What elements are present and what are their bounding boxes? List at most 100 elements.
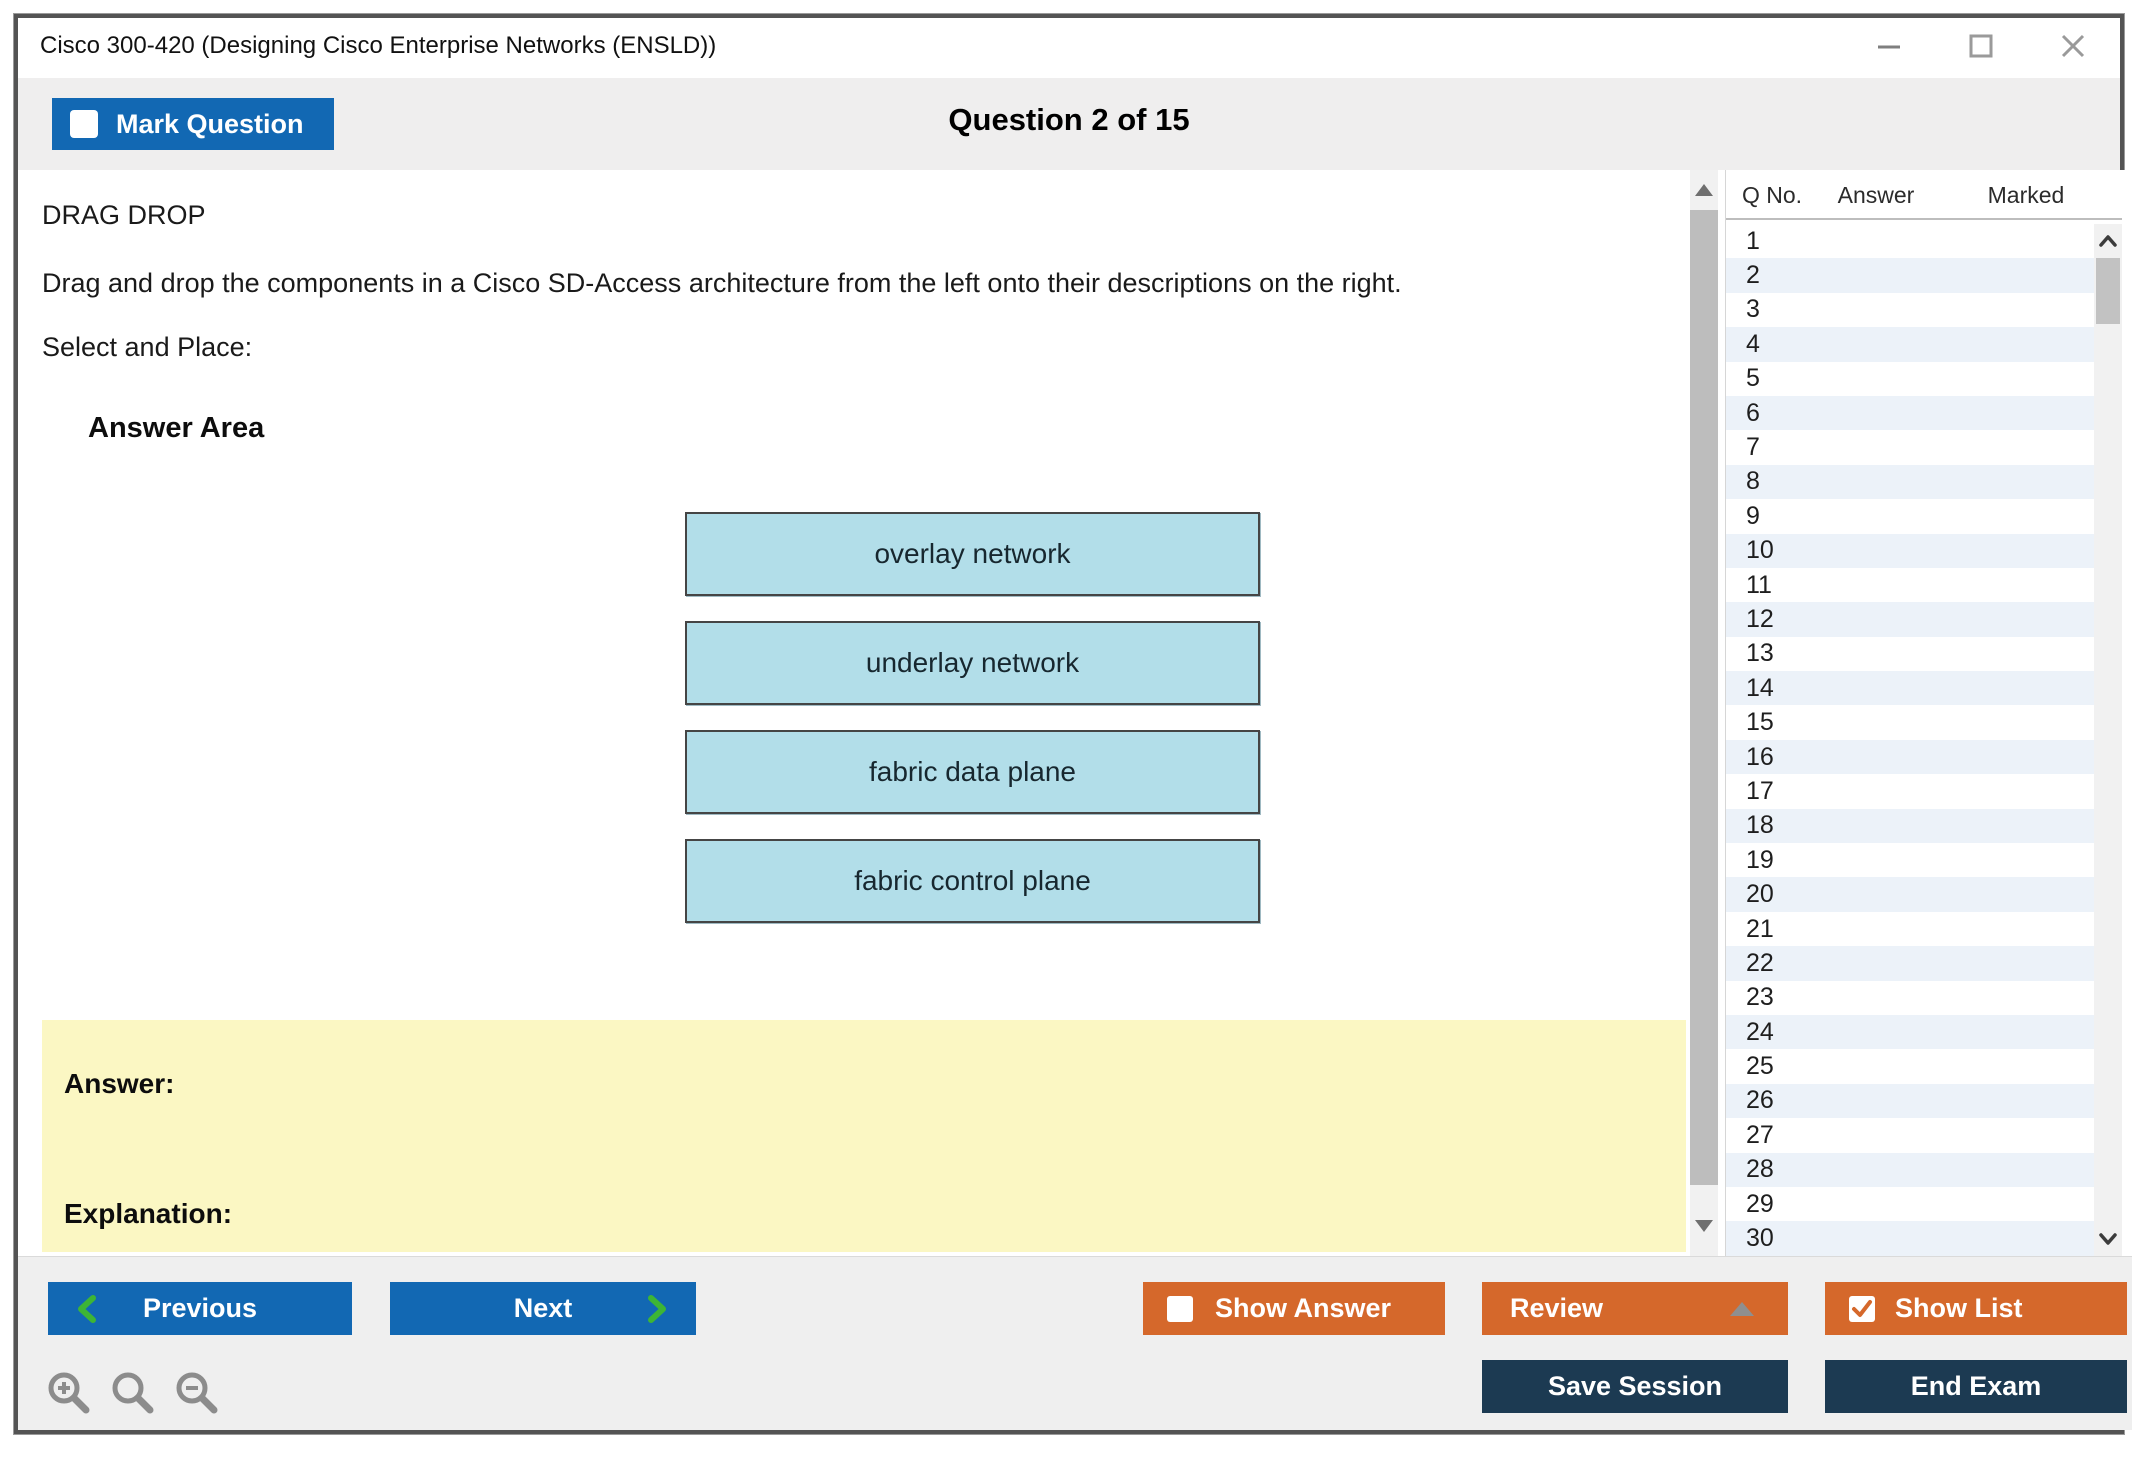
maximize-icon[interactable] xyxy=(1964,26,1998,66)
mark-question-label: Mark Question xyxy=(116,108,304,139)
save-session-button[interactable]: Save Session xyxy=(1482,1360,1788,1413)
question-row-21[interactable]: 21 xyxy=(1726,912,2095,946)
end-exam-label: End Exam xyxy=(1910,1371,2042,1401)
qno-cell: 2 xyxy=(1746,261,1760,290)
previous-button[interactable]: Previous xyxy=(48,1282,352,1335)
qno-cell: 13 xyxy=(1746,639,1774,668)
question-row-9[interactable]: 9 xyxy=(1726,499,2095,533)
qno-cell: 19 xyxy=(1746,845,1774,874)
qno-cell: 15 xyxy=(1746,708,1774,737)
question-scrollbar[interactable] xyxy=(1690,170,1718,1256)
window-controls xyxy=(1872,26,2090,66)
close-icon[interactable] xyxy=(2056,26,2090,66)
question-row-24[interactable]: 24 xyxy=(1726,1014,2095,1050)
question-row-6[interactable]: 6 xyxy=(1726,395,2095,431)
list-scroll-down-icon[interactable] xyxy=(2097,1230,2119,1248)
column-marked: Marked xyxy=(1987,182,2065,208)
question-row-28[interactable]: 28 xyxy=(1726,1152,2095,1187)
question-row-14[interactable]: 14 xyxy=(1726,671,2095,706)
chevron-right-icon xyxy=(648,1295,666,1323)
qno-cell: 6 xyxy=(1746,398,1760,427)
question-type-label: DRAG DROP xyxy=(42,200,206,230)
list-scroll-up-icon[interactable] xyxy=(2097,232,2119,250)
question-row-1[interactable]: 1 xyxy=(1726,224,2095,258)
answer-explanation-block: Answer: Explanation: xyxy=(42,1020,1686,1252)
zoom-reset-icon[interactable] xyxy=(108,1369,156,1417)
qno-cell: 28 xyxy=(1746,1155,1774,1184)
qno-cell: 3 xyxy=(1746,295,1760,324)
qno-cell: 4 xyxy=(1746,329,1760,358)
show-list-button[interactable]: Show List xyxy=(1825,1282,2127,1335)
question-row-17[interactable]: 17 xyxy=(1726,774,2095,808)
question-row-11[interactable]: 11 xyxy=(1726,568,2095,602)
end-exam-button[interactable]: End Exam xyxy=(1825,1360,2127,1413)
window-title: Cisco 300-420 (Designing Cisco Enterpris… xyxy=(40,32,717,59)
content-area: DRAG DROP Drag and drop the components i… xyxy=(18,170,2132,1256)
explanation-label: Explanation: xyxy=(64,1198,233,1229)
qno-cell: 18 xyxy=(1746,811,1774,840)
drag-item-overlay-network[interactable]: overlay network xyxy=(685,512,1260,596)
qno-cell: 7 xyxy=(1746,433,1760,462)
review-label: Review xyxy=(1510,1293,1604,1323)
question-row-3[interactable]: 3 xyxy=(1726,293,2095,327)
scroll-up-icon[interactable] xyxy=(1695,184,1713,196)
question-list-scrollbar[interactable] xyxy=(2094,224,2122,1256)
zoom-in-icon[interactable] xyxy=(44,1369,92,1417)
qno-cell: 20 xyxy=(1746,880,1774,909)
show-answer-button[interactable]: Show Answer xyxy=(1143,1282,1445,1335)
question-row-2[interactable]: 2 xyxy=(1726,258,2095,293)
exam-window: Cisco 300-420 (Designing Cisco Enterpris… xyxy=(14,14,2132,1434)
question-row-23[interactable]: 23 xyxy=(1726,981,2095,1015)
scrollbar-thumb[interactable] xyxy=(1690,210,1718,1185)
question-row-15[interactable]: 15 xyxy=(1726,705,2095,739)
qno-cell: 17 xyxy=(1746,776,1774,805)
question-row-22[interactable]: 22 xyxy=(1726,946,2095,981)
chevron-left-icon xyxy=(78,1295,96,1323)
review-button[interactable]: Review xyxy=(1482,1282,1788,1335)
qno-cell: 16 xyxy=(1746,742,1774,771)
show-answer-checkbox[interactable] xyxy=(1167,1295,1193,1322)
question-row-13[interactable]: 13 xyxy=(1726,637,2095,671)
answer-label: Answer: xyxy=(64,1068,175,1099)
list-scrollbar-thumb[interactable] xyxy=(2096,258,2120,324)
question-row-7[interactable]: 7 xyxy=(1726,430,2095,464)
question-panel: DRAG DROP Drag and drop the components i… xyxy=(18,170,1686,1256)
question-row-5[interactable]: 5 xyxy=(1726,362,2095,396)
question-row-30[interactable]: 30 xyxy=(1726,1221,2095,1256)
question-row-10[interactable]: 10 xyxy=(1726,533,2095,568)
scroll-down-icon[interactable] xyxy=(1695,1220,1713,1232)
mark-question-checkbox[interactable] xyxy=(70,110,98,138)
question-row-27[interactable]: 27 xyxy=(1726,1118,2095,1152)
drag-item-fabric-control-plane[interactable]: fabric control plane xyxy=(685,839,1260,923)
drag-item-fabric-data-plane[interactable]: fabric data plane xyxy=(685,730,1260,814)
qno-cell: 22 xyxy=(1746,948,1774,977)
question-row-20[interactable]: 20 xyxy=(1726,877,2095,912)
zoom-out-icon[interactable] xyxy=(172,1369,220,1417)
previous-label: Previous xyxy=(142,1293,258,1323)
qno-cell: 21 xyxy=(1746,914,1774,943)
question-row-26[interactable]: 26 xyxy=(1726,1083,2095,1119)
qno-cell: 23 xyxy=(1746,983,1774,1012)
question-row-4[interactable]: 4 xyxy=(1726,327,2095,362)
question-row-12[interactable]: 12 xyxy=(1726,602,2095,637)
question-row-29[interactable]: 29 xyxy=(1726,1187,2095,1221)
next-button[interactable]: Next xyxy=(390,1282,696,1335)
question-row-25[interactable]: 25 xyxy=(1726,1049,2095,1083)
question-list-header: Q No. Answer Marked xyxy=(1726,170,2122,220)
drag-item-underlay-network[interactable]: underlay network xyxy=(685,621,1260,705)
column-qno: Q No. xyxy=(1742,182,1803,208)
qno-cell: 25 xyxy=(1746,1052,1774,1081)
minimize-icon[interactable] xyxy=(1872,26,1906,66)
zoom-controls xyxy=(44,1369,220,1417)
qno-cell: 24 xyxy=(1746,1017,1774,1046)
mark-question-button[interactable]: Mark Question xyxy=(52,98,334,150)
show-list-checkbox[interactable] xyxy=(1849,1295,1875,1322)
question-row-19[interactable]: 19 xyxy=(1726,843,2095,877)
question-prompt: Drag and drop the components in a Cisco … xyxy=(42,268,1402,298)
question-row-18[interactable]: 18 xyxy=(1726,808,2095,844)
question-row-8[interactable]: 8 xyxy=(1726,464,2095,500)
show-answer-label: Show Answer xyxy=(1215,1293,1392,1323)
question-row-16[interactable]: 16 xyxy=(1726,739,2095,775)
